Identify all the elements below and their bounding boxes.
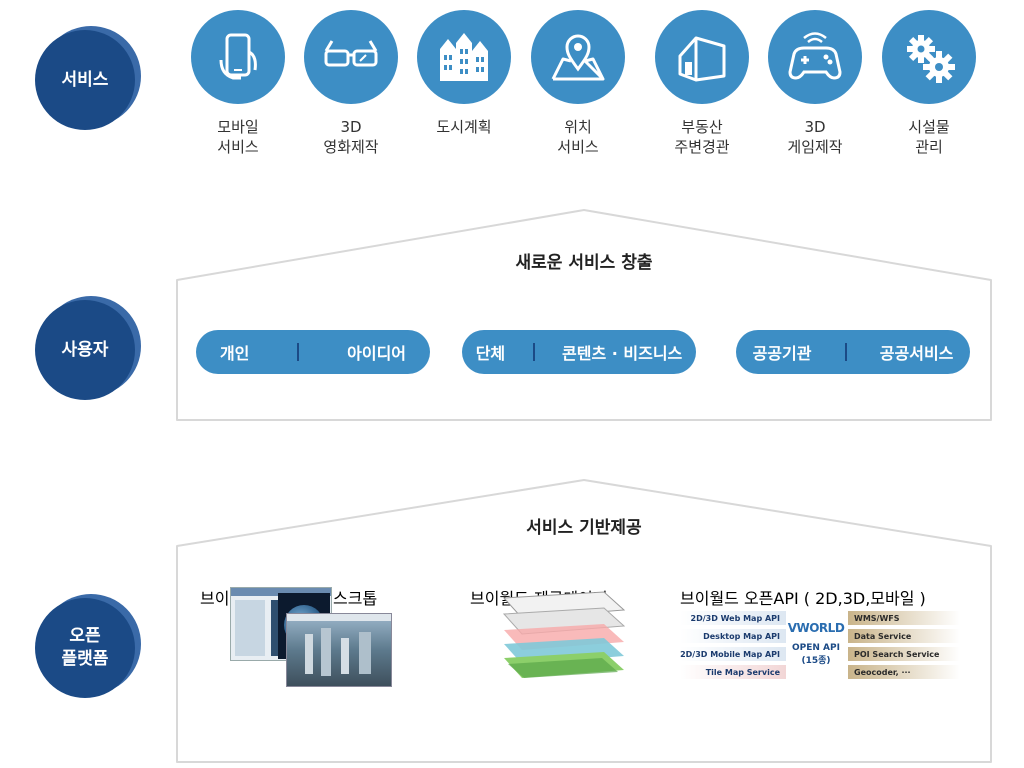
pill-left-label: 공공기관: [752, 344, 812, 363]
api-tile-map: Tile Map Service: [680, 665, 786, 679]
service-mobile[interactable]: 모바일 서비스: [183, 10, 293, 157]
gears-icon: [882, 10, 976, 104]
pill-right-label: 아이디어: [347, 344, 407, 363]
api-mobile-map: 2D/3D Mobile Map API: [680, 647, 786, 661]
api-geocoder: Geocoder, ···: [848, 665, 960, 679]
service-location[interactable]: 위치 서비스: [523, 10, 633, 157]
platform-section-title: 서비스 기반제공: [526, 518, 642, 538]
pill-right-label: 콘텐츠 · 비즈니스: [562, 344, 683, 363]
user-pill-group[interactable]: 단체 콘텐츠 · 비즈니스: [462, 330, 696, 374]
pill-divider: [844, 343, 847, 361]
service-label: 시설물 관리: [908, 118, 950, 156]
3d-glasses-icon: [304, 10, 398, 104]
service-label: 3D 영화제작: [323, 118, 379, 156]
desktop-3d-screenshot: [286, 613, 392, 687]
pill-divider: [297, 343, 300, 361]
platform-row-badge: 오픈 플랫폼: [35, 598, 135, 698]
service-3d-film[interactable]: 3D 영화제작: [296, 10, 406, 157]
smartphone-icon: [191, 10, 285, 104]
user-section-title: 새로운 서비스 창출: [515, 253, 653, 273]
api-wms-wfs: WMS/WFS: [848, 611, 960, 625]
api-poi-search: POI Search Service: [848, 647, 960, 661]
user-row-label: 사용자: [61, 339, 109, 360]
api-web-map: 2D/3D Web Map API: [680, 611, 786, 625]
web-map-desktop-item[interactable]: 브이월드 웹지도, 데스크톱: [200, 585, 410, 735]
buildings-icon: [417, 10, 511, 104]
service-label: 3D 게임제작: [787, 118, 843, 156]
user-section-frame: 새로운 서비스 창출: [175, 208, 993, 423]
service-facility-management[interactable]: 시설물 관리: [874, 10, 984, 157]
api-data-service: Data Service: [848, 629, 960, 643]
vworld-logo-text: VWORLD: [787, 621, 845, 635]
user-row-badge: 사용자: [35, 300, 135, 400]
platform-row-label-2: 플랫폼: [61, 649, 109, 669]
pill-right-label: 공공서비스: [879, 344, 954, 363]
service-label: 부동산 주변경관: [674, 118, 730, 156]
user-pill-public[interactable]: 공공기관 공공서비스: [736, 330, 970, 374]
pill-left-label: 개인: [219, 344, 250, 363]
vworld-logo: VWORLD OPEN API (15종): [784, 621, 848, 666]
user-pill-individual[interactable]: 개인 아이디어: [196, 330, 430, 374]
service-label: 모바일 서비스: [217, 118, 259, 156]
open-api-caption: 브이월드 오픈API ( 2D,3D,모바일 ): [680, 589, 926, 608]
service-label: 도시계획: [436, 118, 492, 136]
house-icon: [655, 10, 749, 104]
data-layers-illustration: [502, 591, 626, 678]
service-3d-game[interactable]: 3D 게임제작: [760, 10, 870, 157]
service-row-label: 서비스: [61, 69, 109, 90]
pill-left-label: 단체: [475, 344, 506, 363]
pill-divider: [532, 343, 535, 361]
open-api-label: OPEN API: [792, 643, 840, 653]
gamepad-icon: [768, 10, 862, 104]
service-row-badge: 서비스: [35, 30, 135, 130]
service-urban-planning[interactable]: 도시계획: [409, 10, 519, 138]
platform-row-label-1: 오픈: [69, 626, 101, 647]
open-api-item[interactable]: 2D/3D Web Map API Desktop Map API 2D/3D …: [680, 585, 970, 735]
open-api-count: (15종): [801, 656, 831, 666]
service-label: 위치 서비스: [557, 118, 599, 156]
api-desktop-map: Desktop Map API: [680, 629, 786, 643]
provided-data-item[interactable]: 브이월드 제공데이터: [470, 585, 640, 735]
service-real-estate[interactable]: 부동산 주변경관: [647, 10, 757, 157]
map-pin-icon: [531, 10, 625, 104]
